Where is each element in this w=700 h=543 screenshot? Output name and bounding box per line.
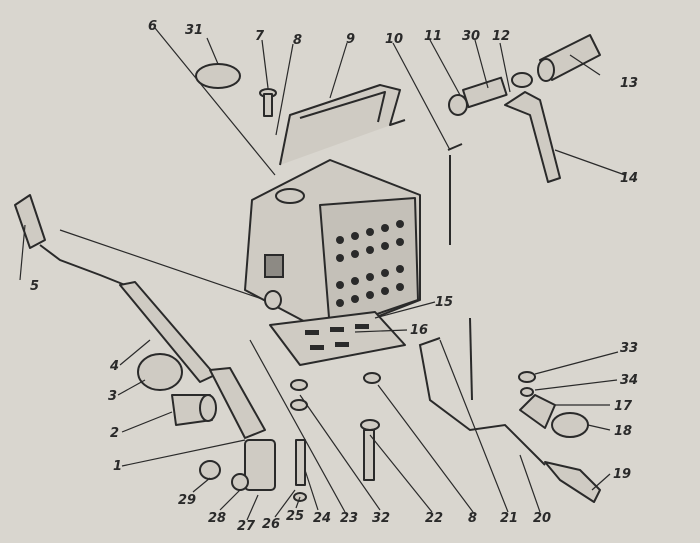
tray-slots (305, 324, 369, 350)
label-24: 24 (313, 511, 331, 526)
label-7: 7 (255, 29, 265, 44)
clip-17 (519, 394, 589, 438)
label-31: 31 (185, 23, 203, 38)
label-30: 30 (462, 29, 480, 44)
label-32: 32 (372, 511, 390, 526)
label-29: 29 (178, 493, 196, 508)
label-5: 5 (30, 279, 39, 294)
hose-2 (171, 394, 217, 426)
label-23: 23 (340, 511, 358, 526)
label-4: 4 (109, 359, 119, 374)
lever-14 (504, 91, 561, 183)
label-3: 3 (108, 389, 117, 404)
label-13: 13 (620, 76, 638, 91)
label-28: 28 (208, 511, 226, 526)
label-8b: 8 (468, 511, 477, 526)
hose-left (14, 194, 266, 439)
filler-cap (195, 63, 241, 89)
label-21: 21 (500, 511, 518, 526)
label-12: 12 (492, 29, 510, 44)
drain-tube (418, 337, 546, 466)
drain-valve (448, 72, 533, 116)
label-19: 19 (613, 467, 631, 482)
radiator-tank (244, 159, 421, 336)
label-20: 20 (533, 511, 551, 526)
washers-33-34 (518, 371, 536, 397)
label-27: 27 (237, 519, 256, 534)
mounting-tray (269, 311, 406, 366)
label-8: 8 (293, 33, 302, 48)
label-10: 10 (385, 32, 403, 47)
mounting-bracket (279, 84, 406, 166)
valve-19 (544, 461, 601, 503)
hose-13 (537, 34, 601, 82)
label-1: 1 (113, 459, 122, 474)
bolt-7 (259, 88, 277, 117)
pipe-21 (469, 317, 473, 401)
label-34: 34 (620, 373, 638, 388)
label-22: 22 (425, 511, 443, 526)
label-15: 15 (435, 295, 453, 310)
label-2: 2 (110, 426, 119, 441)
label-6: 6 (148, 19, 157, 34)
leader-lines (19, 27, 626, 521)
bolt-24 (293, 439, 307, 502)
label-11: 11 (424, 29, 442, 44)
label-16: 16 (410, 323, 428, 338)
label-9: 9 (346, 32, 355, 47)
washers-tray (290, 372, 381, 431)
label-25: 25 (286, 509, 304, 524)
part-number-labels: 6 31 7 8 9 10 11 30 12 13 14 5 4 3 2 1 2… (30, 19, 638, 534)
label-17: 17 (614, 399, 633, 414)
label-18: 18 (614, 424, 632, 439)
label-26: 26 (262, 517, 280, 532)
label-33: 33 (620, 341, 638, 356)
label-14: 14 (620, 171, 638, 186)
pipe-10 (447, 143, 463, 245)
hose-clamp-3 (137, 353, 183, 391)
